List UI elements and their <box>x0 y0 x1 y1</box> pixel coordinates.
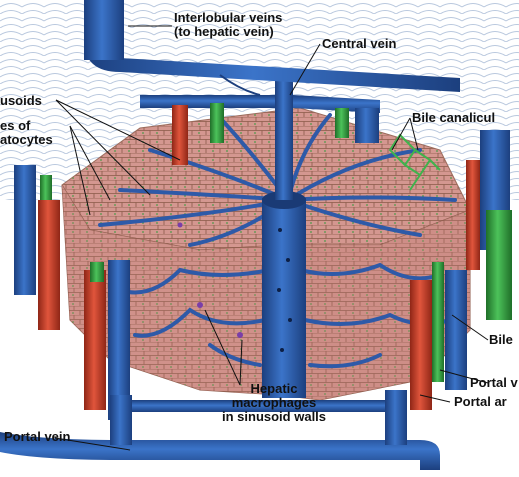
hepatic-text: Hepatic <box>222 382 326 396</box>
portal-vein-label: Portal vein <box>4 430 70 444</box>
macrophages-text: macrophages <box>222 396 326 410</box>
portal-triad-front-right <box>410 262 467 410</box>
interlobular-veins-text: Interlobular veins <box>174 11 282 25</box>
bile-canaliculi-label: Bile canalicul <box>412 111 495 125</box>
hepatocytes-text: atocytes <box>0 133 53 147</box>
bile-duct-label: Bile <box>489 333 513 347</box>
in-sinusoid-walls-text: in sinusoid walls <box>222 410 326 424</box>
to-hepatic-vein-text: (to hepatic vein) <box>174 25 282 39</box>
plates-of-hepatocytes-label: es of atocytes <box>0 119 53 147</box>
central-vein-label: Central vein <box>322 37 396 51</box>
hepatic-macrophages-label: Hepatic macrophages in sinusoid walls <box>222 382 326 424</box>
portal-arteriole-label: Portal ar <box>454 395 507 409</box>
portal-venule-label: Portal v <box>470 376 518 390</box>
sinusoids-label: usoids <box>0 94 42 108</box>
plates-of-text: es of <box>0 119 53 133</box>
interlobular-veins-label: Interlobular veins (to hepatic vein) <box>174 11 282 39</box>
